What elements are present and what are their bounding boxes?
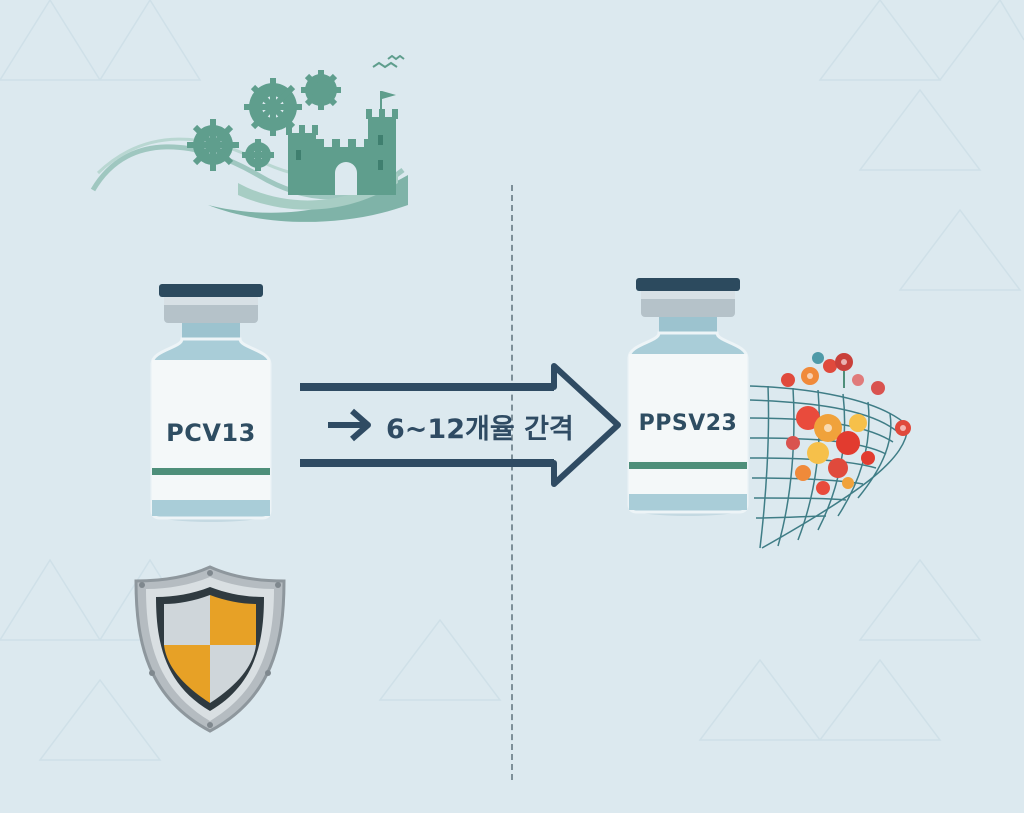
vial-label: PCV13 [166, 419, 256, 447]
castle-with-gears-icon [90, 55, 408, 222]
vial-graphic [627, 278, 749, 516]
double-arrow-icon [300, 363, 621, 487]
ppsv23-vial: PPSV23 [623, 276, 753, 521]
net-catching-bacteria-icon [749, 352, 911, 549]
vial-graphic [150, 284, 272, 522]
center-divider [511, 185, 513, 780]
pcv13-vial: PCV13 [146, 282, 276, 527]
shield-icon [134, 565, 286, 733]
interval-label: 6~12개율 간격 [386, 414, 574, 445]
vial-label: PPSV23 [638, 411, 738, 436]
